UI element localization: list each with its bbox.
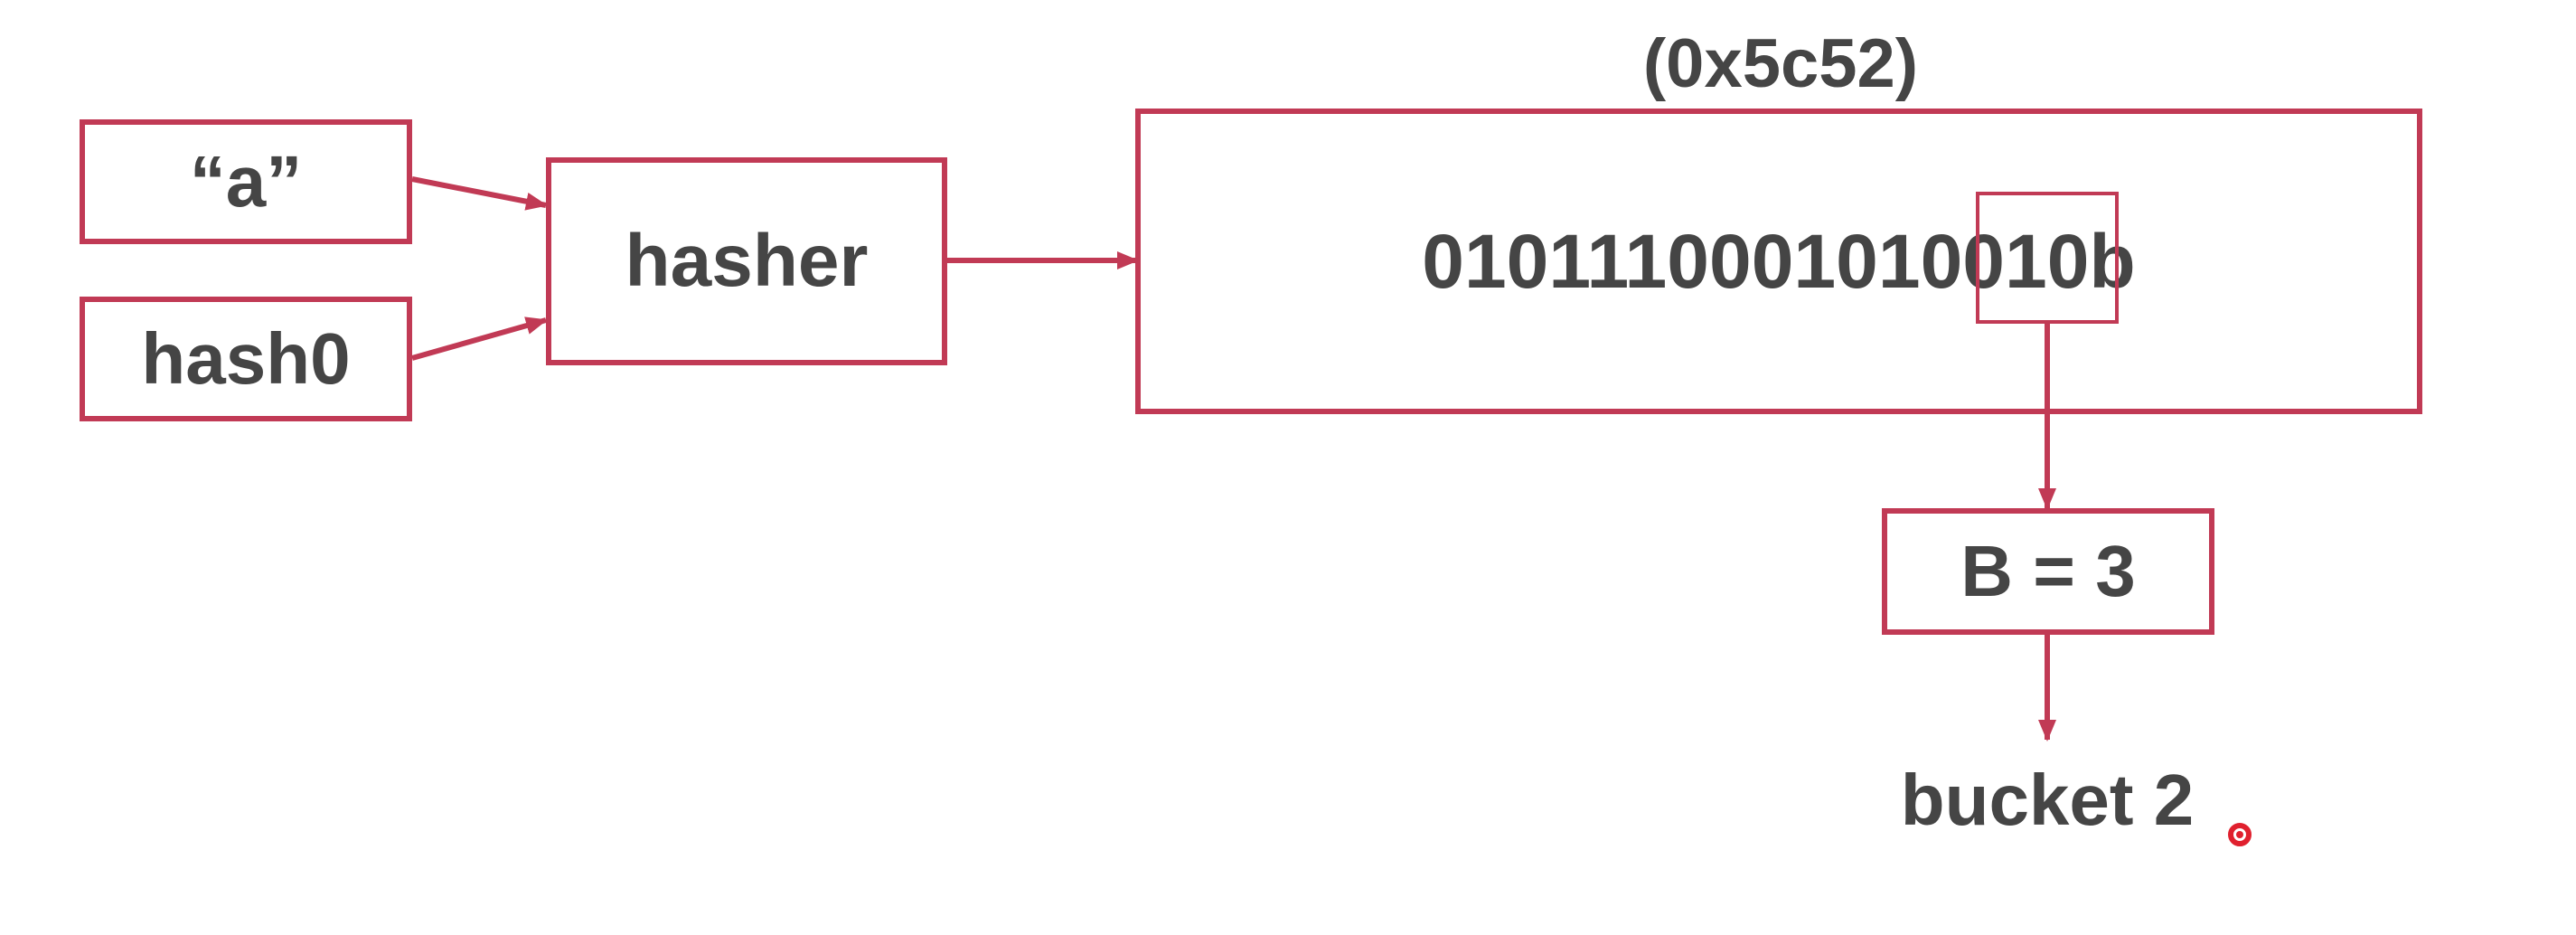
bucket-result-label: bucket 2 <box>1900 760 2195 840</box>
hasher-box <box>546 157 947 365</box>
input-key-label: “a” <box>189 141 303 222</box>
hex-value-label: (0x5c52) <box>1642 24 1919 102</box>
seed-box <box>80 297 412 421</box>
b-param-box <box>1882 508 2214 635</box>
b-param-label: B = 3 <box>1960 531 2136 611</box>
input-key-box <box>80 119 412 244</box>
seed-label: hash0 <box>141 318 351 399</box>
hash-bits-label: 0101110001010010b <box>1422 218 2136 304</box>
pointer-dot <box>2228 823 2252 846</box>
key-to-hasher-arrow <box>411 176 548 211</box>
low-bits-highlight <box>1976 192 2119 324</box>
hasher-label: hasher <box>625 220 869 302</box>
hash-result-box <box>1135 109 2422 414</box>
seed-to-hasher-arrow <box>411 316 548 361</box>
